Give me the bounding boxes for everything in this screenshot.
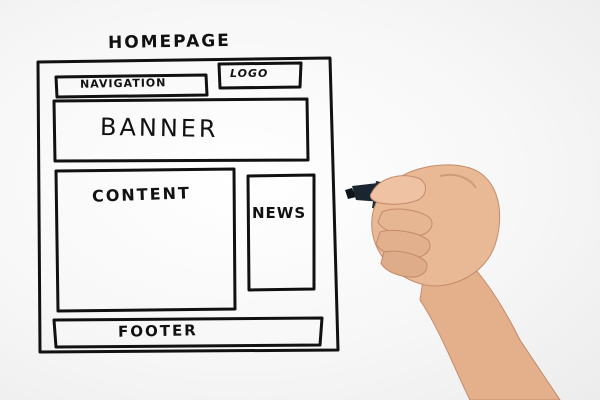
homepage-title: HOMEPAGE (107, 30, 232, 54)
logo-box (217, 61, 303, 90)
content-label: CONTENT (91, 183, 192, 206)
hand (369, 164, 561, 400)
banner-box (52, 97, 310, 163)
content-box (54, 167, 237, 313)
navigation-box (54, 73, 209, 99)
page-frame (36, 56, 340, 354)
footer-label: FOOTER (117, 321, 198, 341)
banner-label: BANNER (99, 112, 219, 144)
news-label: NEWS (252, 204, 307, 222)
news-box (246, 173, 316, 292)
navigation-label: NAVIGATION (79, 76, 167, 91)
footer-box (52, 316, 324, 349)
logo-label: LOGO (230, 67, 269, 80)
